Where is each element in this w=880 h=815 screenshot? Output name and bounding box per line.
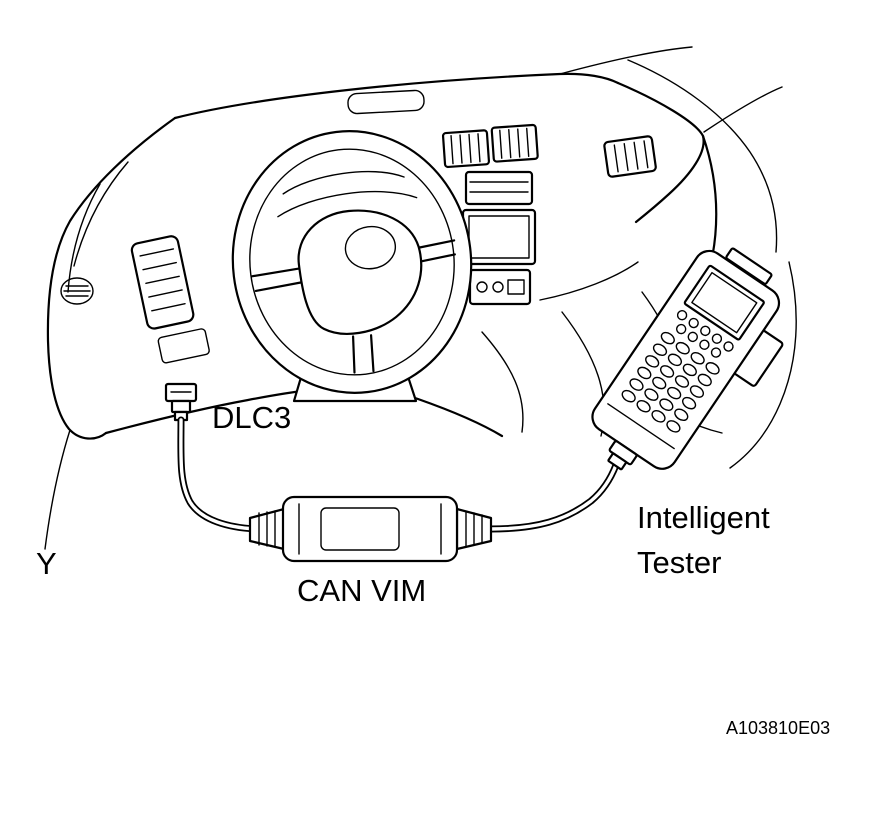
center-stack — [441, 123, 539, 306]
left-air-vent — [130, 235, 210, 364]
dlc3-connector — [164, 382, 198, 422]
y-marker-label: Y — [36, 546, 57, 581]
speaker-grille-icon — [60, 277, 94, 305]
dlc3-cable — [177, 416, 262, 533]
tester-screen — [683, 264, 765, 341]
dlc3-label: DLC3 — [212, 400, 291, 435]
intelligent-tester-label-line1: Intelligent — [637, 500, 770, 535]
intelligent-tester-label-line2: Tester — [637, 545, 721, 580]
can-vim-module — [248, 495, 493, 563]
tester-function-keys — [675, 310, 734, 358]
tester-cable — [486, 461, 620, 533]
figure-code-label: A103810E03 — [726, 718, 830, 738]
right-air-vent — [603, 135, 657, 178]
can-vim-label: CAN VIM — [297, 573, 426, 608]
intelligent-tester-device — [591, 247, 784, 471]
steering-wheel — [231, 130, 473, 394]
tester-keypad — [621, 331, 720, 433]
defroster-vent — [347, 89, 425, 115]
